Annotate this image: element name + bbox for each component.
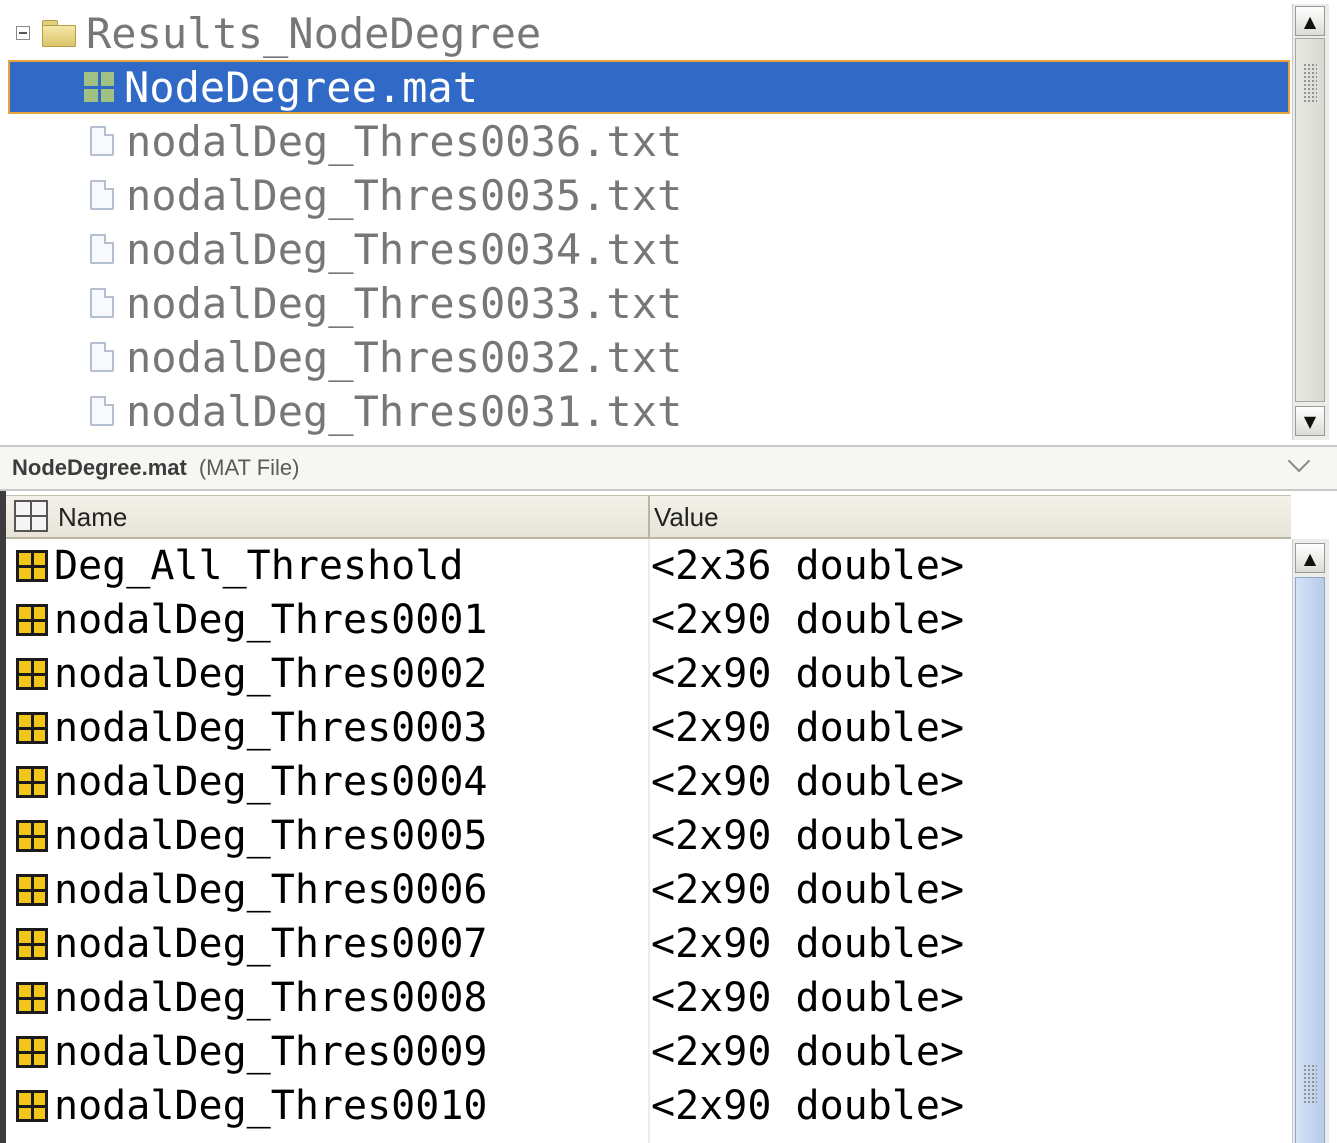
variable-name: nodalDeg_Thres0007 bbox=[54, 921, 488, 967]
file-tree: Results_NodeDegree NodeDegree.mat nodalD… bbox=[0, 0, 1337, 445]
table-row[interactable]: nodalDeg_Thres0008 <2x90 double> bbox=[6, 971, 1286, 1025]
tree-item-txt[interactable]: nodalDeg_Thres0035.txt bbox=[0, 168, 682, 222]
mat-file-icon bbox=[84, 72, 114, 102]
variable-name: Deg_All_Threshold bbox=[54, 543, 464, 589]
details-file-type: (MAT File) bbox=[198, 455, 300, 480]
matrix-variable-icon bbox=[16, 1090, 48, 1122]
table-row[interactable]: nodalDeg_Thres0006 <2x90 double> bbox=[6, 863, 1286, 917]
tree-item-nodedegree-mat[interactable]: NodeDegree.mat bbox=[8, 60, 1290, 114]
tree-item-txt[interactable]: nodalDeg_Thres0031.txt bbox=[0, 384, 682, 438]
variable-value: <2x90 double> bbox=[651, 651, 965, 697]
matrix-variable-icon bbox=[16, 874, 48, 906]
table-row[interactable]: nodalDeg_Thres0010 <2x90 double> bbox=[6, 1079, 1286, 1133]
variable-name: nodalDeg_Thres0002 bbox=[54, 651, 488, 697]
tree-item-label: nodalDeg_Thres0032.txt bbox=[126, 332, 683, 382]
variables-table: Name Value Deg_All_Threshold <2x36 doubl… bbox=[0, 491, 1337, 1143]
variable-name: nodalDeg_Thres0003 bbox=[54, 705, 488, 751]
variables-scrollbar[interactable]: ▲ bbox=[1292, 539, 1329, 1143]
table-row[interactable]: nodalDeg_Thres0004 <2x90 double> bbox=[6, 755, 1286, 809]
variable-value: <2x90 double> bbox=[651, 705, 965, 751]
variable-value: <2x36 double> bbox=[651, 543, 965, 589]
matrix-variable-icon bbox=[16, 712, 48, 744]
folder-icon bbox=[42, 20, 76, 47]
matrix-variable-icon bbox=[16, 766, 48, 798]
variable-value: <2x90 double> bbox=[651, 975, 965, 1021]
matrix-variable-icon bbox=[16, 928, 48, 960]
variable-name: nodalDeg_Thres0006 bbox=[54, 867, 488, 913]
matrix-variable-icon bbox=[16, 658, 48, 690]
document-icon bbox=[90, 234, 114, 264]
variable-name: nodalDeg_Thres0010 bbox=[54, 1083, 488, 1129]
tree-item-label: nodalDeg_Thres0036.txt bbox=[126, 116, 683, 166]
tree-item-label: NodeDegree.mat bbox=[124, 62, 479, 112]
scroll-up-button[interactable]: ▲ bbox=[1295, 543, 1325, 573]
variable-value: <2x90 double> bbox=[651, 867, 965, 913]
table-row[interactable]: nodalDeg_Thres0005 <2x90 double> bbox=[6, 809, 1286, 863]
variable-value: <2x90 double> bbox=[651, 813, 965, 859]
variable-name: nodalDeg_Thres0005 bbox=[54, 813, 488, 859]
column-divider bbox=[648, 539, 650, 1143]
scroll-up-button[interactable]: ▲ bbox=[1295, 6, 1325, 36]
tree-item-txt[interactable]: nodalDeg_Thres0036.txt bbox=[0, 114, 682, 168]
document-icon bbox=[90, 342, 114, 372]
matrix-variable-icon bbox=[16, 1036, 48, 1068]
table-row[interactable]: Deg_All_Threshold <2x36 double> bbox=[6, 539, 1286, 593]
tree-item-txt[interactable]: nodalDeg_Thres0033.txt bbox=[0, 276, 682, 330]
tree-item-label: nodalDeg_Thres0035.txt bbox=[126, 170, 683, 220]
tree-folder-row[interactable]: Results_NodeDegree bbox=[0, 6, 541, 60]
chevron-down-icon[interactable] bbox=[1287, 449, 1311, 473]
tree-item-txt[interactable]: nodalDeg_Thres0032.txt bbox=[0, 330, 682, 384]
tree-item-label: nodalDeg_Thres0034.txt bbox=[126, 224, 683, 274]
select-all-icon[interactable] bbox=[14, 500, 48, 532]
grip-icon bbox=[1303, 63, 1317, 103]
scroll-down-button[interactable]: ▼ bbox=[1295, 406, 1325, 436]
variable-name: nodalDeg_Thres0008 bbox=[54, 975, 488, 1021]
variables-scroll-thumb[interactable] bbox=[1295, 577, 1325, 1143]
tree-scrollbar[interactable]: ▲ ▼ bbox=[1292, 4, 1329, 440]
variable-value: <2x90 double> bbox=[651, 1083, 965, 1129]
matrix-variable-icon bbox=[16, 550, 48, 582]
folder-label: Results_NodeDegree bbox=[86, 8, 542, 58]
document-icon bbox=[90, 126, 114, 156]
column-separator[interactable] bbox=[648, 496, 650, 538]
collapse-icon[interactable] bbox=[16, 26, 30, 40]
variable-value: <2x90 double> bbox=[651, 1029, 965, 1075]
matrix-variable-icon bbox=[16, 820, 48, 852]
tree-item-label: nodalDeg_Thres0033.txt bbox=[126, 278, 683, 328]
document-icon bbox=[90, 396, 114, 426]
column-header-value[interactable]: Value bbox=[654, 502, 719, 532]
grip-icon bbox=[1303, 1064, 1317, 1104]
table-row[interactable]: nodalDeg_Thres0007 <2x90 double> bbox=[6, 917, 1286, 971]
table-row[interactable]: nodalDeg_Thres0003 <2x90 double> bbox=[6, 701, 1286, 755]
variable-value: <2x90 double> bbox=[651, 759, 965, 805]
document-icon bbox=[90, 288, 114, 318]
details-bar[interactable]: NodeDegree.mat (MAT File) bbox=[0, 445, 1337, 491]
variable-name: nodalDeg_Thres0004 bbox=[54, 759, 488, 805]
table-row[interactable]: nodalDeg_Thres0002 <2x90 double> bbox=[6, 647, 1286, 701]
column-header-name[interactable]: Name bbox=[58, 502, 128, 532]
matrix-variable-icon bbox=[16, 982, 48, 1014]
tree-item-label: nodalDeg_Thres0031.txt bbox=[126, 386, 683, 436]
table-header: Name Value bbox=[6, 495, 1291, 539]
document-icon bbox=[90, 180, 114, 210]
details-file-name: NodeDegree.mat bbox=[12, 455, 187, 480]
variable-value: <2x90 double> bbox=[651, 597, 965, 643]
variable-name: nodalDeg_Thres0001 bbox=[54, 597, 488, 643]
variable-name: nodalDeg_Thres0009 bbox=[54, 1029, 488, 1075]
tree-scroll-thumb[interactable] bbox=[1295, 38, 1325, 402]
variable-value: <2x90 double> bbox=[651, 921, 965, 967]
table-row[interactable]: nodalDeg_Thres0009 <2x90 double> bbox=[6, 1025, 1286, 1079]
table-row[interactable]: nodalDeg_Thres0001 <2x90 double> bbox=[6, 593, 1286, 647]
matrix-variable-icon bbox=[16, 604, 48, 636]
tree-item-txt[interactable]: nodalDeg_Thres0034.txt bbox=[0, 222, 682, 276]
